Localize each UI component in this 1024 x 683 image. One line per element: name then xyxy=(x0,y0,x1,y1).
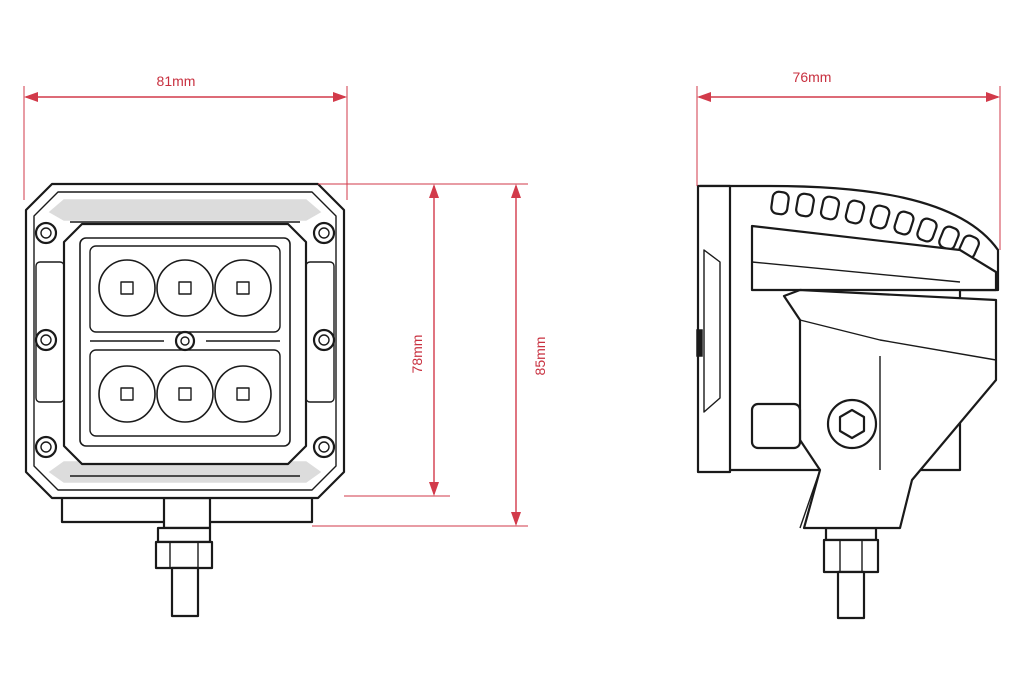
side-depth-dimension: 76mm xyxy=(696,69,1001,250)
side-depth-label: 76mm xyxy=(793,69,832,85)
front-height-total-dimension: 85mm xyxy=(312,183,548,527)
side-cooling-fins xyxy=(770,190,980,260)
front-width-label: 81mm xyxy=(157,73,196,89)
front-height-inner-label: 78mm xyxy=(409,335,425,374)
side-bracket xyxy=(782,288,998,530)
front-view xyxy=(24,182,346,618)
front-mount-stud xyxy=(60,496,314,618)
side-mount-stud xyxy=(822,526,880,620)
front-width-dimension: 81mm xyxy=(23,73,348,200)
front-leds xyxy=(98,259,272,423)
front-height-total-label: 85mm xyxy=(532,337,548,376)
front-bolts xyxy=(34,221,336,459)
front-height-inner-dimension: 78mm xyxy=(318,183,450,497)
side-view xyxy=(696,184,1000,620)
